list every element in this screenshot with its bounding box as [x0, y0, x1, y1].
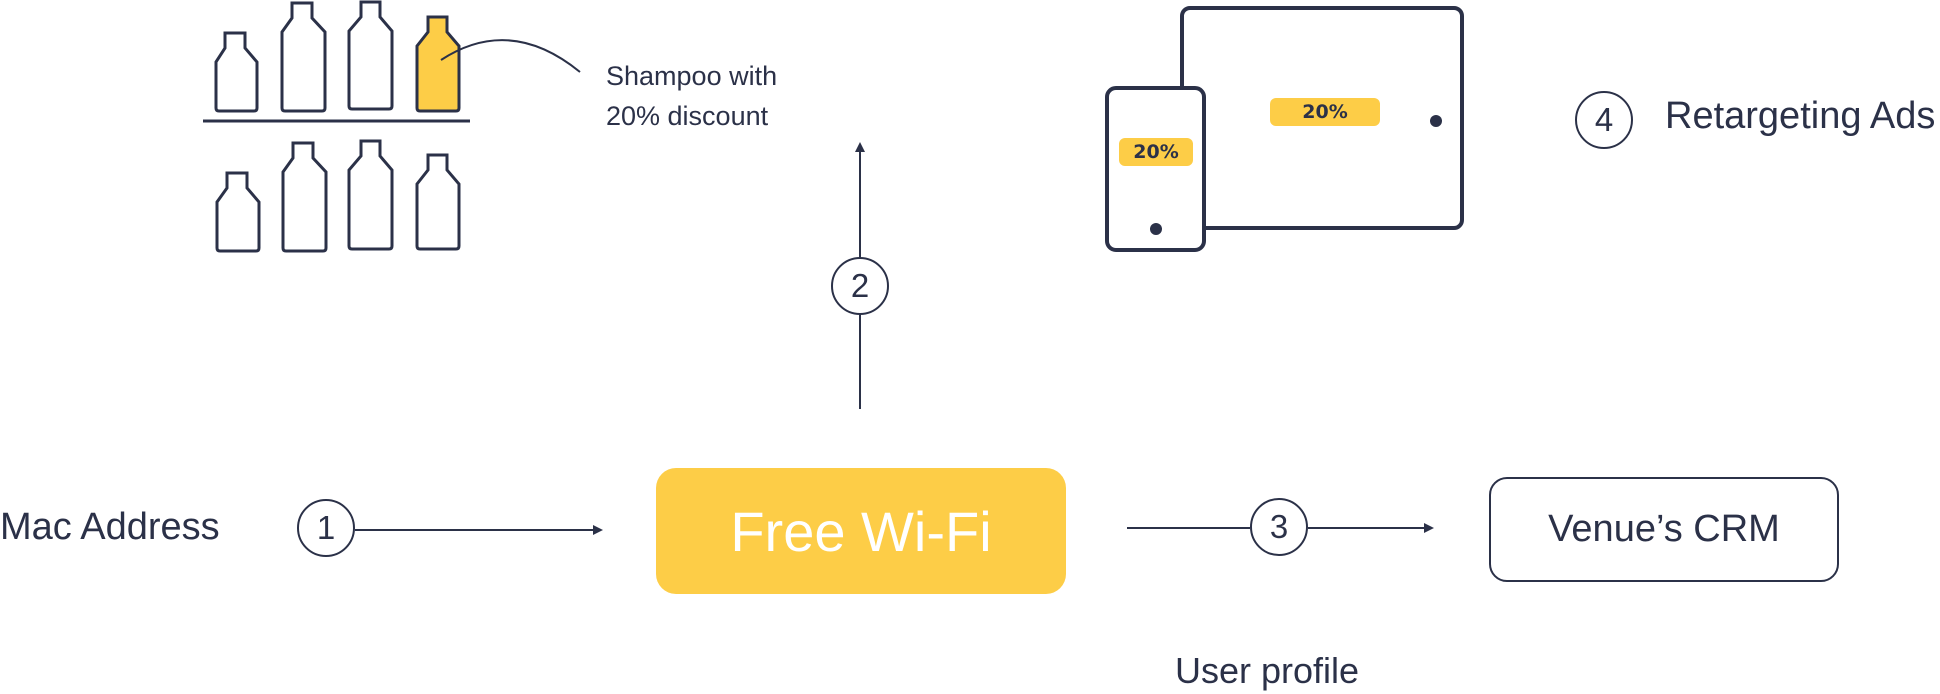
step-4-badge: 4	[1575, 91, 1633, 149]
venue-crm-label: Venue’s CRM	[1548, 508, 1780, 550]
bottle-icon	[281, 141, 328, 253]
callout-line	[440, 39, 581, 73]
shampoo-callout-label: Shampoo with 20% discount	[606, 56, 777, 136]
free-wifi-box: Free Wi-Fi	[656, 468, 1066, 594]
step-1-badge: 1	[297, 499, 355, 557]
tablet-home-button	[1430, 115, 1442, 127]
bottle-icon	[214, 31, 259, 113]
bottle-icon	[347, 0, 394, 111]
step-2-badge: 2	[831, 257, 889, 315]
retargeting-ads-label: Retargeting Ads	[1665, 95, 1936, 137]
bottle-shelf-icon	[203, 0, 581, 253]
user-profile-label: User profile	[1175, 650, 1360, 691]
venue-crm-box: Venue’s CRM	[1489, 477, 1839, 582]
mac-address-label: Mac Address	[0, 506, 220, 548]
bottle-icon	[280, 1, 327, 113]
free-wifi-label: Free Wi-Fi	[730, 499, 992, 563]
bottle-icon	[215, 171, 261, 253]
shampoo-callout-line-2: 20% discount	[606, 101, 769, 131]
discount-badge-phone: 20%	[1119, 138, 1193, 166]
phone-home-button	[1150, 223, 1162, 235]
bottle-icon	[347, 139, 394, 251]
highlighted-bottle-icon	[415, 15, 461, 113]
phone-icon	[1105, 86, 1206, 252]
discount-badge-tablet: 20%	[1270, 98, 1380, 126]
devices-icon	[1105, 6, 1464, 252]
bottle-icon	[415, 153, 461, 251]
shampoo-callout-line-1: Shampoo with	[606, 61, 778, 91]
step-3-badge: 3	[1250, 498, 1308, 556]
